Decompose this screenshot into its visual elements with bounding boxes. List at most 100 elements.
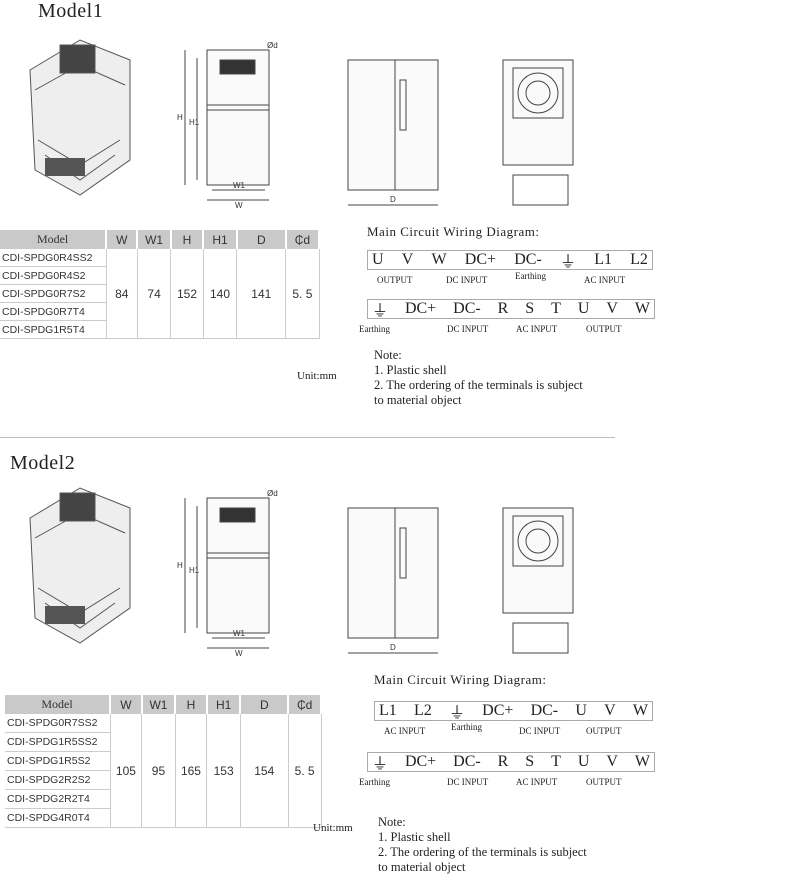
note-title: Note: xyxy=(378,815,406,829)
value-cell: 154 xyxy=(240,714,289,828)
model-title: Model1 xyxy=(38,0,104,22)
terminal: W xyxy=(431,251,447,268)
earth-icon: ⏚ xyxy=(448,705,465,722)
bottom-view xyxy=(495,50,585,220)
note-line: to material object xyxy=(378,860,466,874)
terminal: S xyxy=(525,300,535,317)
value-cell: 140 xyxy=(203,249,238,339)
terminal: V xyxy=(606,753,618,770)
model-cell: CDI-SPDG1R5T4 xyxy=(0,320,107,339)
dim-phi: Ød xyxy=(267,489,278,498)
model-cell: CDI-SPDG0R4SS2 xyxy=(0,249,107,267)
dim-h: H xyxy=(177,561,183,570)
terminal-group-label: OUTPUT xyxy=(586,324,622,334)
side-view: D xyxy=(340,50,450,215)
column-header: Model xyxy=(5,695,111,714)
terminal-group-label: AC INPUT xyxy=(516,324,558,334)
terminal: V xyxy=(401,251,414,268)
terminal: L2 xyxy=(630,251,648,268)
column-header: D xyxy=(240,695,290,714)
model-cell: CDI-SPDG0R7SS2 xyxy=(5,714,111,733)
model-cell: CDI-SPDG2R2S2 xyxy=(5,770,111,790)
terminal: DC- xyxy=(514,251,542,268)
iso-view xyxy=(20,30,160,205)
side-view: D xyxy=(340,498,450,663)
terminal: DC- xyxy=(530,702,559,719)
terminal: W xyxy=(634,753,650,770)
terminal: U xyxy=(575,702,587,719)
model-cell: CDI-SPDG0R4S2 xyxy=(0,266,107,285)
unit-label: Unit:mm xyxy=(313,822,353,834)
terminal: DC- xyxy=(453,300,481,317)
terminal: T xyxy=(551,753,561,770)
model-cell: CDI-SPDG2R2T4 xyxy=(5,789,111,809)
value-cell: 5. 5 xyxy=(285,249,320,339)
terminal: DC- xyxy=(453,753,481,770)
terminal-group-label: OUTPUT xyxy=(586,726,622,736)
terminal-group-label: Earthing xyxy=(515,271,546,281)
section-divider xyxy=(0,437,615,438)
note-line: to material object xyxy=(374,393,462,407)
terminal: W xyxy=(632,702,648,719)
model-cell: CDI-SPDG1R5S2 xyxy=(5,751,111,771)
terminal: U xyxy=(372,251,384,268)
earth-icon: ⏚ xyxy=(372,756,389,773)
column-header: W1 xyxy=(137,230,172,249)
iso-view xyxy=(20,478,160,653)
terminal: T xyxy=(551,300,561,317)
terminal: L2 xyxy=(413,702,432,719)
model-title: Model2 xyxy=(10,452,76,474)
value-cell: 141 xyxy=(236,249,287,339)
value-cell: 165 xyxy=(175,714,208,828)
wiring-title: Main Circuit Wiring Diagram: xyxy=(367,224,540,239)
note-line: 2. The ordering of the terminals is subj… xyxy=(374,378,583,392)
terminal: L1 xyxy=(379,702,397,719)
terminal-group-label: AC INPUT xyxy=(516,777,558,787)
value-cell: 84 xyxy=(106,249,138,339)
model-cell: CDI-SPDG0R7T4 xyxy=(0,302,107,321)
terminal-group-label: DC INPUT xyxy=(447,324,489,334)
table-row: CDI-SPDG0R7S2 xyxy=(0,284,319,303)
table-row: CDI-SPDG1R5T4 xyxy=(0,320,319,339)
value-cell: 95 xyxy=(141,714,176,828)
column-header: D xyxy=(236,230,287,249)
column-header: H1 xyxy=(206,695,242,714)
dim-h: H xyxy=(177,113,183,122)
terminal-labels: Earthing DC INPUT AC INPUT OUTPUT xyxy=(359,324,655,338)
dim-h1: H1 xyxy=(189,566,200,575)
terminal: V xyxy=(606,300,618,317)
terminal-group-label: OUTPUT xyxy=(586,777,622,787)
terminal: W xyxy=(634,300,650,317)
dim-w1: W1 xyxy=(233,181,246,190)
terminal-group-label: Earthing xyxy=(451,722,482,732)
unit-label: Unit:mm xyxy=(297,370,337,382)
terminal: DC+ xyxy=(464,251,497,268)
bottom-view xyxy=(495,498,585,668)
column-header: H xyxy=(170,230,205,249)
dim-h1: H1 xyxy=(189,118,200,127)
value-cell: 152 xyxy=(170,249,204,339)
table-row: CDI-SPDG2R2T4 xyxy=(5,789,321,809)
value-cell: 74 xyxy=(137,249,172,339)
terminal-group-label: Earthing xyxy=(359,324,390,334)
column-header: W xyxy=(106,230,139,249)
terminal-group-label: Earthing xyxy=(359,777,390,787)
terminal-group-label: AC INPUT xyxy=(584,275,626,285)
note-line: 2. The ordering of the terminals is subj… xyxy=(378,845,587,859)
table-row: CDI-SPDG1R5S2 xyxy=(5,751,321,771)
terminal: L1 xyxy=(594,251,612,268)
earth-icon: ⏚ xyxy=(559,254,576,271)
